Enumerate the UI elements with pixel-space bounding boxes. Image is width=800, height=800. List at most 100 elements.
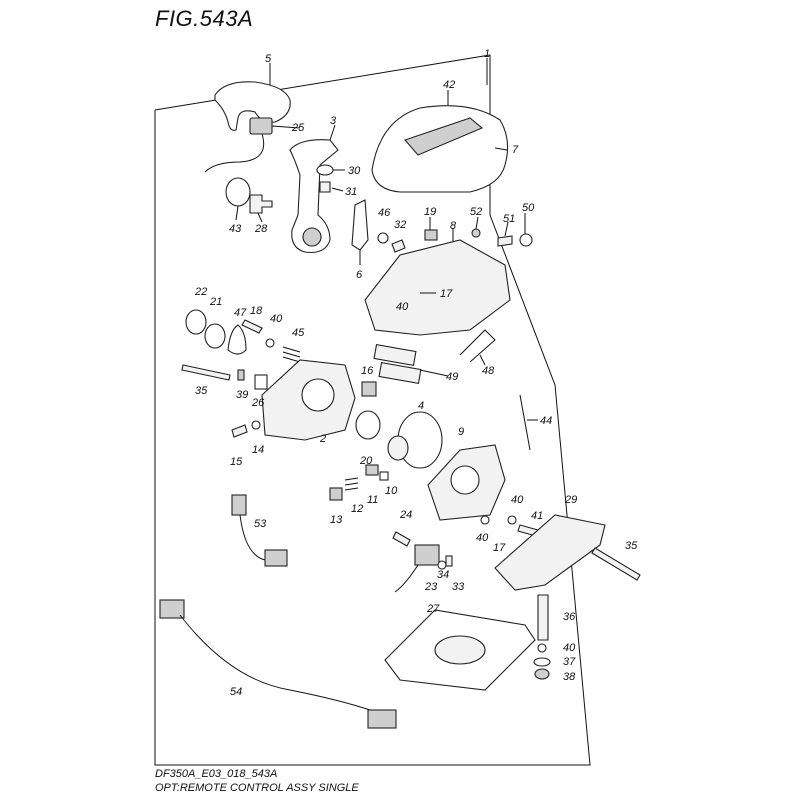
block-part <box>424 229 438 241</box>
nut-part <box>471 228 481 238</box>
callout-38: 38 <box>563 671 576 683</box>
callout-45: 45 <box>292 327 305 339</box>
nut-38-part <box>534 668 550 680</box>
ring-22-part <box>185 309 207 335</box>
connector-part <box>249 117 273 135</box>
callout-29: 29 <box>564 494 577 506</box>
screw-part <box>319 181 331 193</box>
callout-9: 9 <box>458 426 464 438</box>
callout-54: 54 <box>230 686 242 698</box>
callout-37: 37 <box>563 656 576 668</box>
spring-12-part <box>344 477 359 491</box>
callout-22: 22 <box>194 286 207 298</box>
bolt-18-part <box>241 319 263 334</box>
washer-37-part <box>533 657 551 667</box>
callout-15: 15 <box>230 456 243 468</box>
spring-part <box>282 346 301 363</box>
wire-23 <box>394 564 419 593</box>
callout-40b: 40 <box>396 301 409 313</box>
callout-7: 7 <box>512 144 519 156</box>
wire-harness-part <box>204 133 265 173</box>
long-screw-right-part <box>591 547 641 581</box>
washer-14-part <box>251 420 261 430</box>
callout-32: 32 <box>394 219 406 231</box>
plate-26-part <box>254 374 268 390</box>
callout-17a: 17 <box>440 288 453 300</box>
callout-23: 23 <box>424 581 438 593</box>
screw-small-part <box>391 239 406 253</box>
callout-24: 24 <box>399 509 412 521</box>
callout-40e: 40 <box>563 642 576 654</box>
callout-48: 48 <box>482 365 495 377</box>
pad-part <box>373 343 417 367</box>
washer-small-part <box>377 232 389 244</box>
callout-40d: 40 <box>476 532 489 544</box>
washer-40-part <box>265 338 275 348</box>
block-11-part <box>365 464 379 476</box>
cable-54 <box>179 614 371 711</box>
washer-40b-part <box>480 515 490 525</box>
callout-53: 53 <box>254 518 267 530</box>
lever-arm-part <box>289 139 339 254</box>
switch-23-part <box>414 544 440 566</box>
screw-15-part <box>231 424 248 438</box>
nut-50-part <box>519 233 533 247</box>
callout-26: 26 <box>251 397 265 409</box>
callout-1: 1 <box>484 48 490 60</box>
pad-part-2 <box>378 361 422 385</box>
callout-43: 43 <box>229 223 242 235</box>
housing-9-bore <box>450 465 480 495</box>
plug-54-end-a <box>159 599 185 619</box>
leader-lines <box>235 58 538 421</box>
callout-30: 30 <box>348 165 361 177</box>
callout-27: 27 <box>426 603 440 615</box>
case-part <box>364 239 511 336</box>
callout-5: 5 <box>265 53 272 65</box>
plug-54-end-b <box>367 709 397 729</box>
callout-28: 28 <box>254 223 268 235</box>
callout-35a: 35 <box>195 385 208 397</box>
callout-labels: 1 2 3 4 5 6 7 8 9 10 11 12 13 14 15 16 1… <box>194 48 638 698</box>
callout-39: 39 <box>236 389 248 401</box>
callout-11: 11 <box>367 494 378 506</box>
callout-47: 47 <box>234 307 247 319</box>
drawing-code: DF350A_E03_018_543A <box>155 768 278 780</box>
callout-46: 46 <box>378 207 391 219</box>
plug-53-part <box>264 549 288 567</box>
figure-title: FIG.543A <box>155 6 254 31</box>
wire-53 <box>239 514 266 561</box>
pin-39-part <box>237 369 245 381</box>
assembly-boundary <box>154 54 591 766</box>
callout-12: 12 <box>351 503 363 515</box>
bushing-16-part <box>361 381 377 397</box>
gear-shaft <box>387 435 409 461</box>
screw-33-part <box>445 555 453 567</box>
callout-21: 21 <box>209 296 222 308</box>
callout-31: 31 <box>345 186 357 198</box>
base-bracket-part <box>494 514 606 591</box>
callout-52: 52 <box>470 206 482 218</box>
bracket-rod-part <box>459 329 496 363</box>
callout-25: 25 <box>291 122 305 134</box>
screw-24-part <box>392 531 411 547</box>
callout-20: 20 <box>359 455 373 467</box>
o-ring-part <box>225 177 251 207</box>
washer-40d-part <box>537 643 547 653</box>
bolt-36-part <box>537 594 549 641</box>
callout-34: 34 <box>437 569 449 581</box>
housing-bore <box>301 378 335 412</box>
callout-6: 6 <box>356 269 363 281</box>
bolt-part <box>249 194 273 214</box>
cam-13-part <box>329 487 343 501</box>
callout-14: 14 <box>252 444 264 456</box>
callout-35b: 35 <box>625 540 638 552</box>
ring-21-part <box>204 323 226 349</box>
cover-part <box>371 105 509 193</box>
callout-16: 16 <box>361 365 374 377</box>
callout-13: 13 <box>330 514 343 526</box>
callout-3: 3 <box>330 115 337 127</box>
bolt-51-part <box>497 235 513 247</box>
callout-49: 49 <box>446 371 458 383</box>
